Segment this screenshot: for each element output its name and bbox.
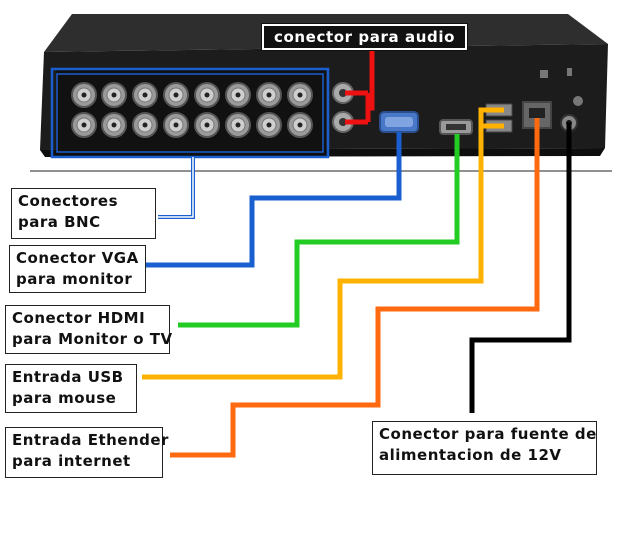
bnc-connector	[163, 82, 189, 108]
vga-label-line1: Conector VGA	[16, 249, 139, 267]
bnc-label: Conectores para BNC	[11, 188, 156, 239]
bnc-bracket-outer	[50, 67, 330, 159]
bnc-connector	[71, 112, 97, 138]
bnc-connector	[132, 112, 158, 138]
ethernet-label: Entrada Ethender para internet	[5, 427, 169, 478]
hdmi-label-line1: Conector HDMI	[12, 309, 146, 327]
bnc-connector	[163, 112, 189, 138]
usb-label-line1: Entrada USB	[12, 368, 124, 386]
bnc-connector	[287, 82, 313, 108]
ethernet-label-line2: para internet	[12, 452, 131, 470]
power-label-line2: alimentacion de 12V	[379, 446, 562, 464]
bnc-connector	[132, 82, 158, 108]
bnc-connector	[225, 82, 251, 108]
usb-label-line2: para mouse	[12, 389, 117, 407]
ethernet-label-line1: Entrada Ethender	[12, 431, 169, 449]
bnc-connector	[287, 112, 313, 138]
vga-port	[379, 111, 419, 133]
audio-wire	[345, 50, 375, 125]
bnc-connector	[256, 112, 282, 138]
usb-wire	[142, 107, 504, 380]
bnc-label-line2: para BNC	[18, 213, 101, 231]
power-label-line1: Conector para fuente de	[379, 425, 597, 443]
vga-label-line2: para monitor	[16, 270, 133, 288]
bnc-connector	[256, 82, 282, 108]
bnc-bracket-inner	[56, 73, 324, 153]
hdmi-port	[439, 119, 473, 135]
hdmi-label: Conector HDMI para Monitor o TV	[5, 305, 173, 354]
bnc-connector	[194, 82, 220, 108]
bnc-connector	[71, 82, 97, 108]
hdmi-label-line2: para Monitor o TV	[12, 330, 173, 348]
vga-wire	[146, 132, 402, 268]
bnc-connector	[101, 112, 127, 138]
power-wire	[469, 123, 572, 413]
usb-label: Entrada USB para mouse	[5, 364, 137, 413]
bnc-connector	[101, 82, 127, 108]
bnc-label-line1: Conectores	[18, 192, 119, 210]
audio-label: conector para audio	[260, 23, 469, 51]
bnc-connector	[225, 112, 251, 138]
hdmi-wire	[178, 134, 460, 328]
ethernet-wire	[170, 118, 540, 458]
bnc-connector	[194, 112, 220, 138]
bnc-wire	[158, 157, 195, 219]
vga-label: Conector VGA para monitor	[9, 245, 146, 293]
power-label: Conector para fuente de alimentacion de …	[372, 421, 597, 475]
bnc-connectors	[71, 82, 313, 138]
